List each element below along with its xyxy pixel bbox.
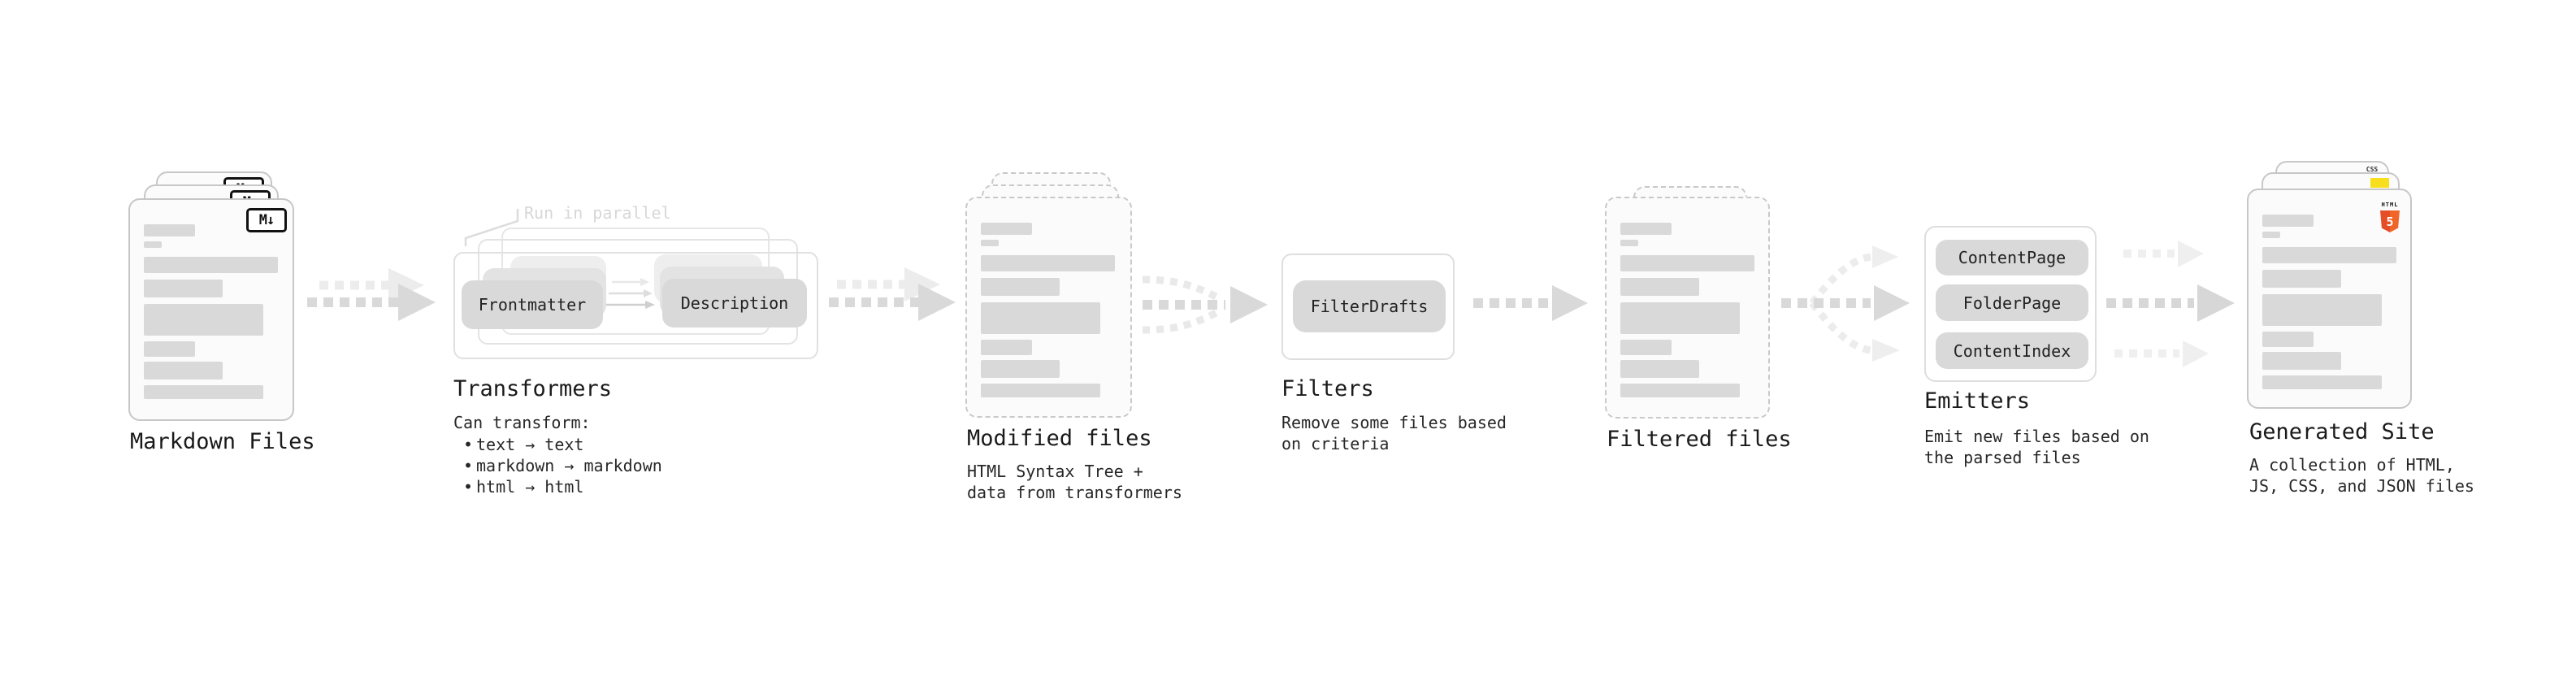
folderpage-pill: FolderPage — [1936, 284, 2088, 321]
bullet-item: markdown → markdown — [463, 455, 662, 476]
html5-wordmark: HTML — [2381, 202, 2399, 208]
transformer-box-front — [453, 252, 818, 359]
frontmatter-pill: Frontmatter — [462, 280, 603, 329]
placeholder-line — [144, 362, 223, 380]
placeholder-line — [981, 340, 1032, 355]
html5-icon: HTML 5 — [2379, 194, 2400, 232]
emitters-heading: Emitters — [1924, 388, 2031, 414]
modified-files-subtext: HTML Syntax Tree + data from transformer… — [967, 462, 1182, 502]
placeholder-line — [144, 304, 263, 336]
placeholder-line — [2262, 232, 2280, 238]
contentpage-pill: ContentPage — [1936, 240, 2088, 275]
filtered-file-card-front — [1605, 197, 1770, 419]
placeholder-line — [1620, 384, 1740, 397]
placeholder-line — [981, 255, 1115, 271]
placeholder-line — [2262, 332, 2314, 347]
placeholder-line — [144, 385, 263, 399]
placeholder-line — [144, 280, 223, 297]
placeholder-line — [1620, 302, 1740, 334]
placeholder-line — [981, 278, 1060, 296]
placeholder-line — [981, 384, 1100, 397]
filterdrafts-pill: FilterDrafts — [1293, 280, 1446, 332]
filters-heading: Filters — [1281, 376, 1374, 401]
placeholder-line — [144, 224, 195, 236]
placeholder-line — [144, 257, 278, 273]
bullet-item: html → html — [463, 476, 662, 497]
transformers-bullet-list: text → text markdown → markdown html → h… — [463, 434, 662, 497]
placeholder-line — [2262, 352, 2341, 370]
transformers-heading: Transformers — [453, 376, 613, 401]
placeholder-line — [1620, 223, 1672, 235]
generated-file-card-front: HTML 5 — [2247, 189, 2412, 409]
generated-site-subtext: A collection of HTML, JS, CSS, and JSON … — [2249, 455, 2474, 496]
javascript-icon — [2370, 178, 2389, 188]
arrow-filtered-to-emitters-fanout — [1781, 245, 1910, 362]
placeholder-line — [2262, 247, 2396, 263]
emitters-subtext: Emit new files based on the parsed files — [1924, 427, 2149, 467]
placeholder-line — [981, 240, 999, 246]
placeholder-line — [2262, 270, 2341, 288]
modified-files-label: Modified files — [967, 426, 1152, 451]
placeholder-line — [2262, 215, 2314, 227]
placeholder-line — [1620, 360, 1699, 378]
arrow-transformers-to-modified — [829, 267, 956, 321]
markdown-icon: M↓ — [246, 208, 287, 232]
placeholder-line — [1620, 240, 1638, 246]
arrow-markdown-to-transformers — [307, 268, 436, 321]
filters-box: FilterDrafts — [1281, 254, 1455, 360]
placeholder-line — [144, 341, 195, 357]
placeholder-line — [144, 241, 162, 248]
placeholder-line — [1620, 255, 1754, 271]
filters-subtext: Remove some files based on criteria — [1281, 413, 1507, 453]
placeholder-line — [981, 302, 1100, 334]
arrow-modified-to-filters-merge — [1142, 275, 1268, 334]
html5-shield: 5 — [2380, 210, 2400, 232]
placeholder-line — [2262, 375, 2382, 389]
run-in-parallel-connector-line — [464, 209, 519, 246]
placeholder-line — [2262, 294, 2382, 326]
modified-file-card-front — [965, 197, 1132, 418]
bullet-item: text → text — [463, 434, 662, 455]
markdown-files-label: Markdown Files — [130, 429, 315, 454]
arrow-filters-to-filtered — [1473, 285, 1588, 321]
arrow-emitters-to-generated — [2106, 241, 2235, 367]
description-pill: Description — [662, 279, 807, 327]
transformers-subtext: Can transform: — [453, 413, 591, 432]
placeholder-line — [1620, 278, 1699, 296]
placeholder-line — [981, 223, 1032, 235]
placeholder-line — [981, 360, 1060, 378]
placeholder-line — [1620, 340, 1672, 355]
markdown-file-card-front: M↓ — [128, 198, 294, 421]
arrow-frontmatter-to-description — [605, 278, 655, 309]
filtered-files-label: Filtered files — [1607, 427, 1792, 452]
contentindex-pill: ContentIndex — [1936, 332, 2088, 369]
generated-site-label: Generated Site — [2249, 419, 2435, 445]
run-in-parallel-note: Run in parallel — [524, 203, 671, 223]
emitters-box: ContentPage FolderPage ContentIndex — [1924, 226, 2097, 382]
